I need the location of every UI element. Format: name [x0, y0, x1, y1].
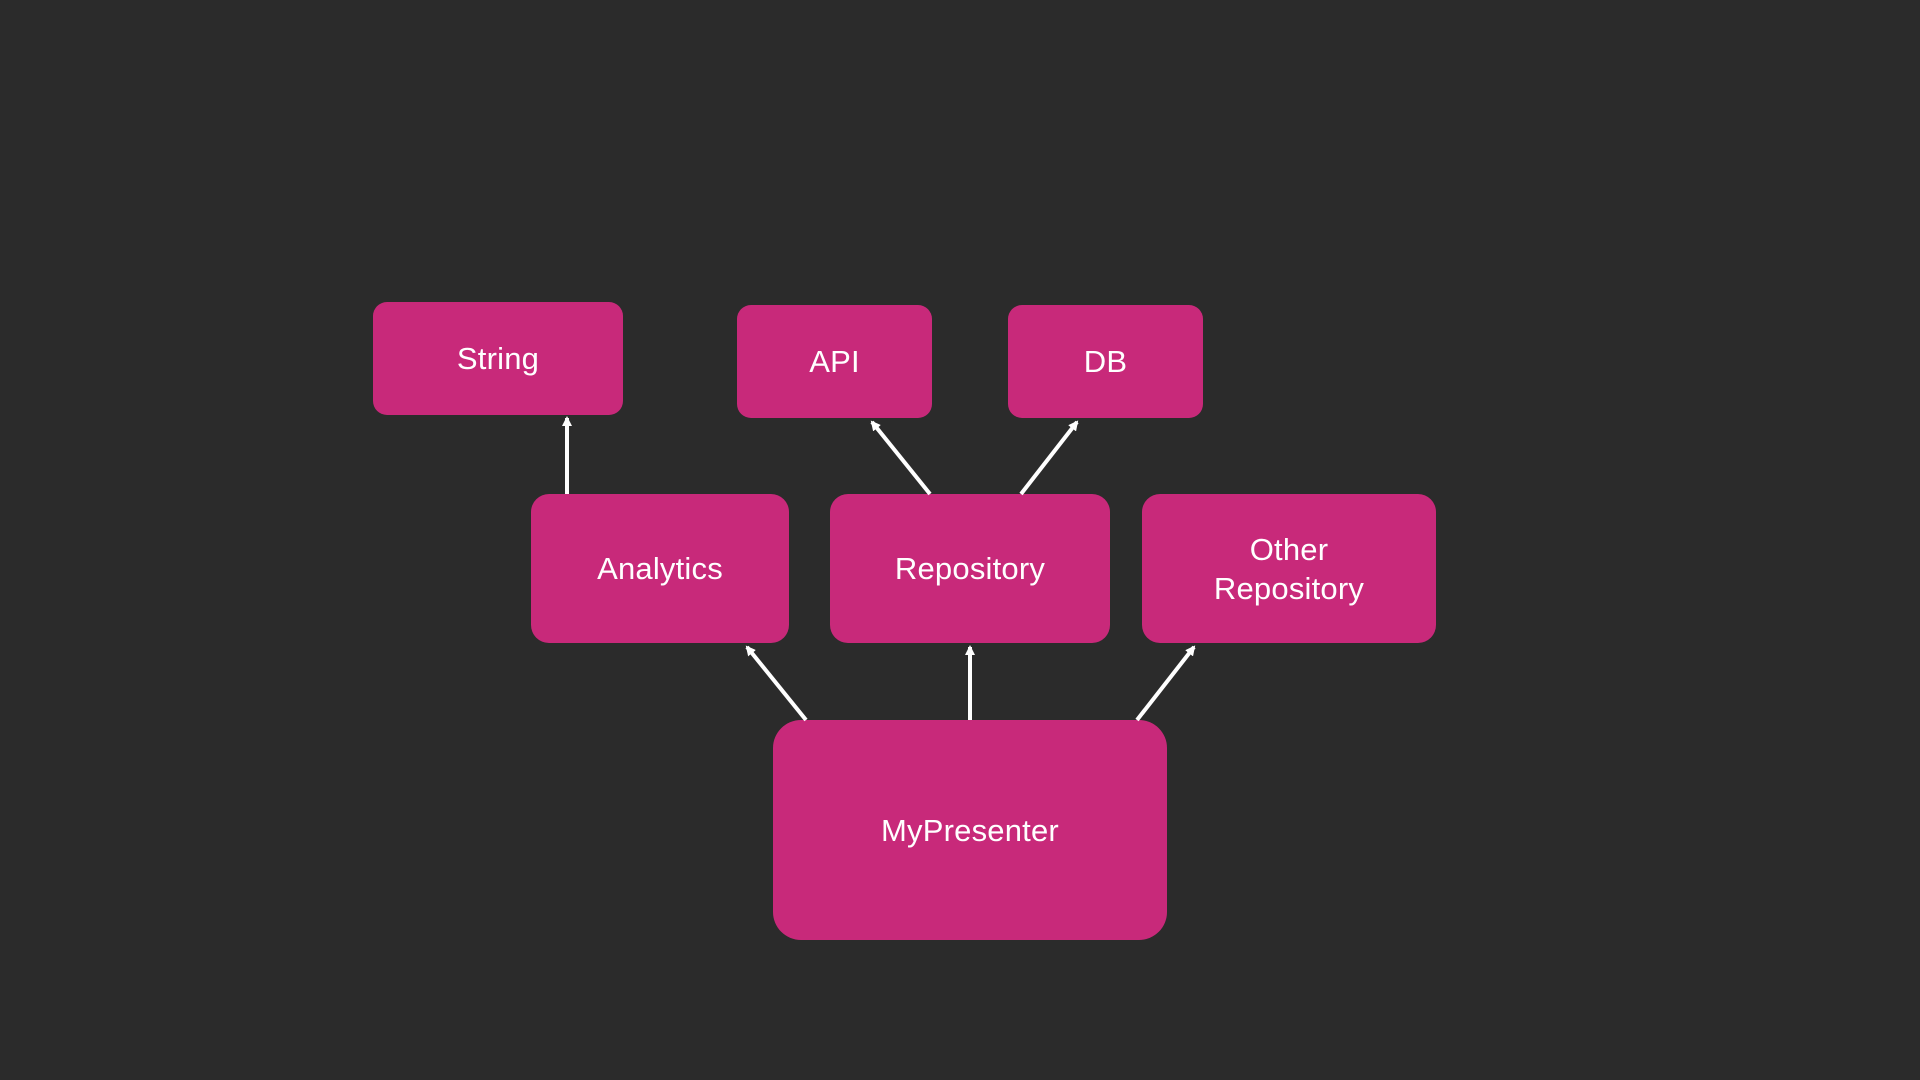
node-analytics-label: Analytics [597, 551, 723, 586]
edge-repository-to-db [1019, 420, 1079, 496]
node-mypresenter-label: MyPresenter [881, 812, 1059, 848]
node-mypresenter: MyPresenter [773, 720, 1167, 940]
node-db-label: DB [1083, 344, 1128, 379]
node-string: String [373, 302, 623, 415]
node-string-label: String [456, 341, 540, 376]
node-api: API [737, 305, 932, 418]
node-other-repository: Other Repository [1142, 494, 1436, 643]
node-analytics: Analytics [531, 494, 789, 643]
node-api-label: API [809, 344, 860, 379]
node-repository: Repository [830, 494, 1110, 643]
edge-mypresenter-to-other-repository [1135, 645, 1196, 722]
edge-repository-to-api [870, 420, 932, 496]
edge-mypresenter-to-analytics [745, 645, 808, 722]
node-repository-label: Repository [894, 551, 1046, 586]
node-db: DB [1008, 305, 1203, 418]
node-other-repository-label: Other Repository [1213, 531, 1365, 606]
